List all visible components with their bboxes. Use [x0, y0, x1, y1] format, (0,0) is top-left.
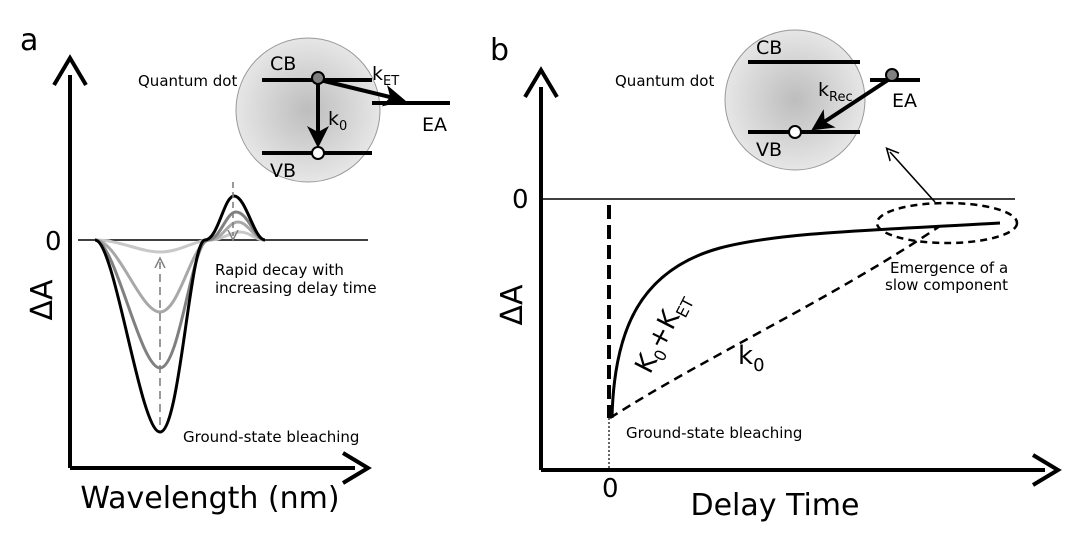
panel-b-x-axis-arrowhead — [1031, 453, 1062, 487]
quantum-dot-sphere — [235, 37, 381, 183]
panel-a-zero-label: 0 — [45, 227, 62, 257]
spectrum-curve-1 — [94, 194, 266, 434]
k0-kinetic-curve — [609, 224, 941, 420]
inset-a-title: Quantum dot — [138, 72, 237, 90]
krec-subscript: Rec — [829, 90, 853, 105]
slow-annotation-line2: slow component — [885, 276, 1008, 294]
panel-b-zero-x-label: 0 — [602, 474, 619, 504]
quantum-dot-sphere-b — [724, 29, 866, 171]
ket-label: kET — [372, 63, 399, 89]
curve-fast-label: K0+KET — [630, 288, 699, 380]
k0-label: k0 — [328, 108, 347, 134]
electron-dot — [311, 71, 325, 85]
curve-slow-label: k0 — [738, 341, 765, 376]
curve-slow-sub: 0 — [753, 355, 764, 376]
vb-label-b: VB — [756, 139, 782, 161]
panel-a-y-axis-arrowhead — [52, 54, 88, 87]
krec-arrow — [811, 78, 890, 131]
slow-annotation-line1: Emergence of a — [890, 259, 1008, 277]
panel-a-label: a — [20, 23, 38, 58]
panel-b-label: b — [490, 33, 509, 68]
hole-dot-b — [788, 125, 802, 139]
k0-subscript: 0 — [339, 119, 347, 134]
ea-label: EA — [422, 114, 447, 136]
decay-annotation-line1: Rapid decay with — [215, 261, 344, 279]
decay-annotation-line2: increasing delay time — [215, 279, 377, 297]
electron-dot-b — [885, 68, 899, 82]
panel-a-x-axis-arrowhead — [341, 451, 372, 485]
cb-label-b: CB — [756, 37, 782, 59]
krec-label: kRec — [818, 79, 853, 105]
ket-arrow — [319, 78, 406, 107]
inset-b-title: Quantum dot — [615, 72, 714, 90]
vb-label: VB — [270, 160, 296, 182]
panel-a-x-axis-label: Wavelength (nm) — [80, 481, 339, 516]
bleach-annotation-b: Ground-state bleaching — [626, 424, 802, 442]
spectrum-curve-4 — [94, 230, 266, 254]
panel-a-inset: Quantum dot CB VB EA k0 kET — [138, 37, 450, 183]
panel-a-y-axis-label: ΔA — [25, 279, 60, 321]
panel-a: a ΔA Wavelength (nm) 0 Rapid decay with … — [20, 23, 450, 516]
panel-b-y-axis-arrowhead — [523, 66, 559, 99]
panel-b: b ΔA Delay Time 0 0 K0+KET k0 Ground-sta… — [490, 29, 1062, 523]
cb-label: CB — [270, 53, 296, 75]
panel-b-inset: Quantum dot CB VB EA kRec — [615, 29, 920, 171]
ket-subscript: ET — [383, 74, 399, 89]
slow-component-pointer-arrow — [890, 152, 936, 203]
panel-b-zero-y-label: 0 — [512, 185, 529, 215]
panel-b-x-axis-label: Delay Time — [691, 488, 860, 523]
hole-dot — [311, 146, 325, 160]
bleach-annotation-a: Ground-state bleaching — [183, 428, 359, 446]
k0-ket-kinetic-curve — [610, 221, 1001, 419]
slow-component-ellipse — [875, 201, 1019, 245]
panel-b-y-axis-label: ΔA — [495, 284, 530, 326]
ea-label-b: EA — [892, 90, 917, 112]
